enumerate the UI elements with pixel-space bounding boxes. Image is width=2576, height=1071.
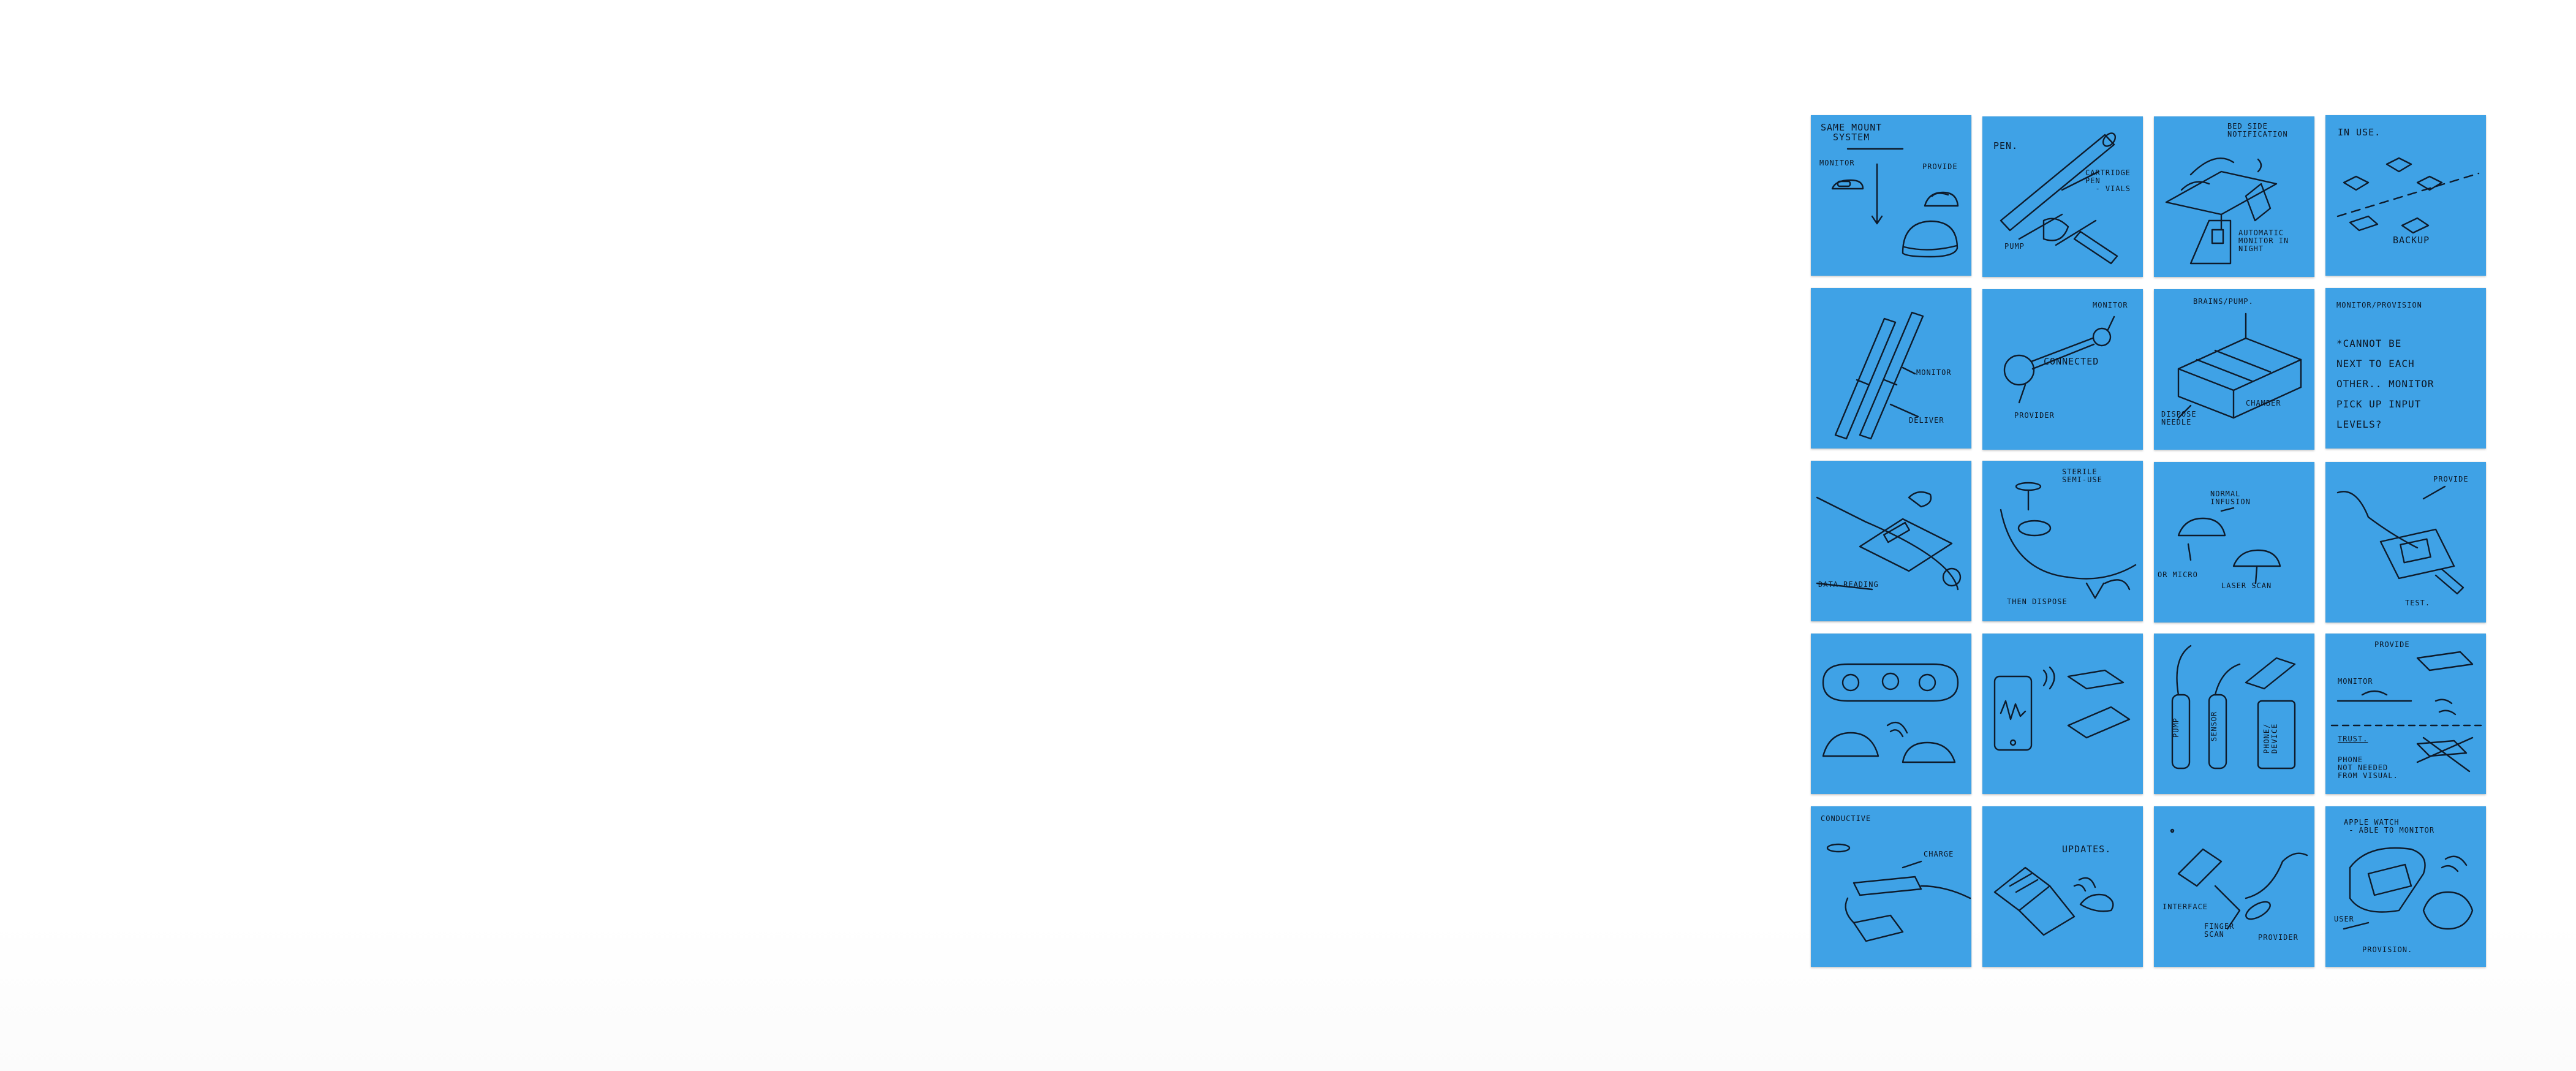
note-label: THEN DISPOSE (2007, 597, 2068, 606)
note-label: IN USE. (2338, 127, 2381, 138)
note-label: PROVISION. (2362, 945, 2413, 954)
sticky-note-5: MONITOR DELIVER (1811, 288, 1971, 448)
note-label: SENSOR (2210, 711, 2218, 741)
sketch-provide-test (2336, 485, 2465, 595)
note-label: PROVIDER (2014, 411, 2055, 420)
sketch-connected (2003, 316, 2115, 404)
note-label: STERILE SEMI-USE (2062, 467, 2102, 484)
note-label: MONITOR (1819, 159, 1855, 167)
note-label: USER (2334, 915, 2354, 923)
note-label: AUTOMATIC MONITOR IN NIGHT (2238, 229, 2289, 253)
sketch-brains-pump (2177, 312, 2302, 419)
sketch-pen-cartridge (2000, 132, 2118, 265)
note-label: *CANNOT BE NEXT TO EACH OTHER.. MONITOR … (2336, 338, 2434, 430)
sketch-interface-finger-scan (2170, 828, 2308, 930)
note-label: CONDUCTIVE (1821, 814, 1872, 823)
note-label: MONITOR (2338, 677, 2373, 686)
sticky-note-11: NORMAL INFUSION OR MICRO LASER SCAN (2154, 462, 2314, 623)
sticky-note-16: PROVIDE MONITOR TRUST. PHONE NOT NEEDED … (2325, 634, 2486, 794)
note-label: NORMAL INFUSION (2210, 490, 2251, 506)
note-label: BED SIDE NOTIFICATION (2227, 122, 2288, 138)
note-label: PUMP (2004, 242, 2025, 251)
sticky-note-8: MONITOR/PROVISION *CANNOT BE NEXT TO EAC… (2325, 288, 2486, 448)
note-label: PROVIDE (2433, 475, 2469, 483)
sticky-note-4: IN USE. BACKUP (2325, 115, 2486, 276)
sticky-note-12: PROVIDE TEST. (2325, 462, 2486, 623)
sticky-note-19: INTERFACE FINGER SCAN PROVIDER (2154, 806, 2314, 967)
sticky-note-grid: SAME MOUNT SYSTEM MONITOR PROVIDE PEN. C… (1807, 112, 2493, 969)
note-label: CHAMBER (2246, 399, 2281, 407)
note-label: PHONE/ DEVICE (2262, 723, 2279, 754)
sticky-note-3: BED SIDE NOTIFICATION AUTOMATIC MONITOR … (2154, 116, 2314, 277)
sketch-apple-watch (2343, 847, 2474, 930)
sticky-note-17: CONDUCTIVE CHARGE (1811, 806, 1971, 967)
note-label: PUMP (2172, 717, 2180, 738)
note-label: CONNECTED (2044, 356, 2099, 367)
sketch-conductive-charge (1826, 843, 1971, 942)
sketch-pump-sensor-phone (2171, 645, 2296, 770)
sketch-data-reading (1816, 491, 1962, 591)
note-label: MONITOR/PROVISION (2336, 301, 2422, 309)
sticky-note-6: MONITOR CONNECTED PROVIDER (1982, 289, 2143, 450)
note-label: MONITOR (2093, 301, 2128, 309)
note-label: FINGER SCAN (2204, 922, 2235, 939)
note-label: DELIVER (1909, 416, 1944, 425)
sketch-bed-side (2165, 157, 2278, 265)
sticky-note-10: STERILE SEMI-USE THEN DISPOSE (1982, 461, 2143, 621)
sketch-laptop-updates (1993, 866, 2114, 936)
note-label: INTERFACE (2162, 903, 2208, 911)
sketch-trust (2330, 651, 2483, 773)
note-label: PROVIDE (1922, 162, 1958, 171)
note-label: BRAINS/PUMP. (2193, 297, 2254, 306)
note-label: PROVIDE (2374, 640, 2410, 649)
sketch-three-dot-device (1822, 663, 1959, 763)
note-label: SAME MOUNT SYSTEM (1821, 122, 1883, 143)
sticky-note-18: UPDATES. (1982, 806, 2143, 967)
note-label: PHONE NOT NEEDED FROM VISUAL. (2338, 755, 2398, 780)
note-label: TEST. (2405, 599, 2431, 607)
note-label: DATA READING (1818, 580, 1879, 589)
note-label: TRUST. (2338, 735, 2368, 743)
note-label: PROVIDER (2258, 933, 2298, 942)
sticky-note-15: PUMP SENSOR PHONE/ DEVICE (2154, 634, 2314, 794)
sticky-note-7: BRAINS/PUMP. DISPOSE NEEDLE CHAMBER (2154, 289, 2314, 450)
sticky-note-14 (1982, 634, 2143, 794)
sketch-in-use (2336, 157, 2480, 234)
sketch-two-pens (1834, 311, 1924, 440)
sticky-note-1: SAME MOUNT SYSTEM MONITOR PROVIDE (1811, 115, 1971, 276)
sticky-note-2: PEN. CARTRIDGE PEN - VIALS PUMP (1982, 116, 2143, 277)
sketch-phone-sensors (1993, 666, 2131, 751)
note-label: BACKUP (2393, 235, 2430, 246)
sticky-note-9: DATA READING (1811, 461, 1971, 621)
note-label: OR MICRO (2158, 570, 2198, 579)
sticky-note-13 (1811, 634, 1971, 794)
sketch-infusion (2177, 507, 2281, 585)
note-label: CARTRIDGE PEN - VIALS (2085, 168, 2131, 193)
note-label: PEN. (1993, 140, 2019, 151)
note-label: UPDATES. (2062, 844, 2112, 855)
note-label: APPLE WATCH - ABLE TO MONITOR (2344, 818, 2435, 834)
note-label: LASER SCAN (2221, 581, 2272, 590)
note-label: CHARGE (1924, 850, 1954, 858)
note-label: DISPOSE NEEDLE (2161, 410, 2197, 426)
note-label: MONITOR (1916, 368, 1952, 377)
sticky-note-20: APPLE WATCH - ABLE TO MONITOR USER PROVI… (2325, 806, 2486, 967)
sketch-sterile-disposal (2000, 482, 2137, 599)
sketch-mount-system (1831, 148, 1959, 258)
